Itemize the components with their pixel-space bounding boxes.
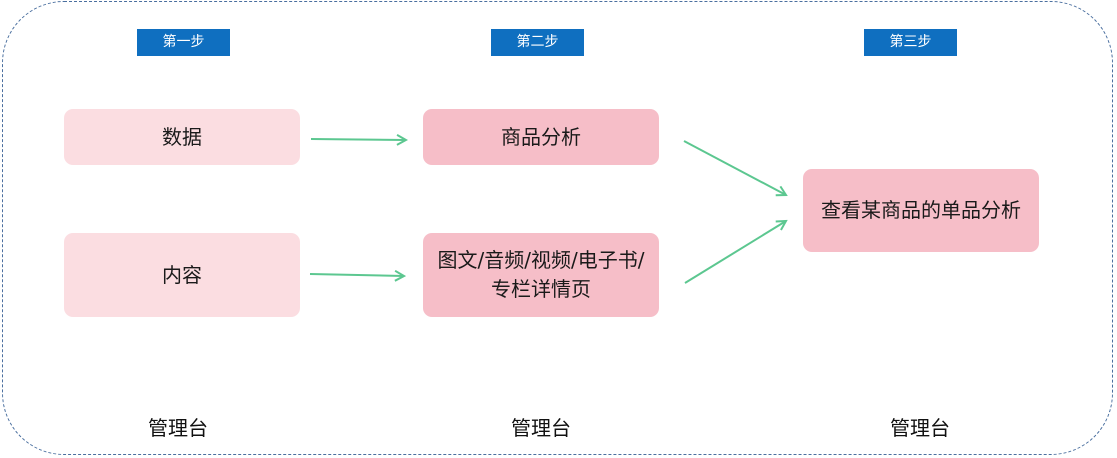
arrow-detail-to-single [684, 221, 786, 284]
detail-page-box: 图文/音频/视频/电子书/专栏详情页 [423, 233, 659, 317]
data-box: 数据 [64, 109, 300, 165]
product-analysis-box: 商品分析 [423, 109, 659, 165]
arrow-data-to-analysis [310, 139, 406, 140]
step-3-tag: 第三步 [864, 29, 957, 56]
single-product-analysis-box: 查看某商品的单品分析 [803, 169, 1039, 252]
step-2-tag: 第二步 [491, 29, 584, 56]
footer-label-1: 管理台 [148, 416, 208, 440]
step-1-tag: 第一步 [137, 29, 230, 56]
footer-label-3: 管理台 [890, 416, 950, 440]
content-box: 内容 [64, 233, 300, 317]
arrow-analysis-to-single [683, 140, 786, 195]
footer-label-2: 管理台 [511, 416, 571, 440]
arrow-content-to-detail [309, 274, 404, 276]
